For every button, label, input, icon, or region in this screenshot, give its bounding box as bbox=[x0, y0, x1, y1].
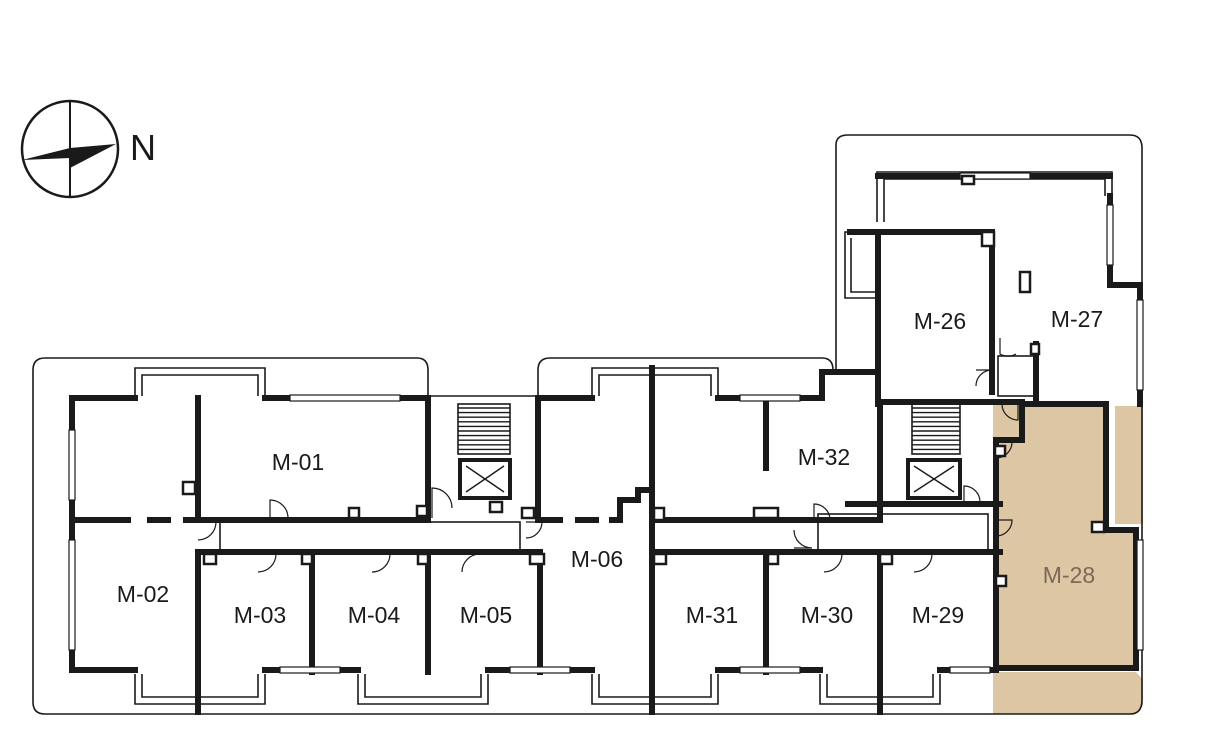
corridors bbox=[219, 513, 989, 551]
room-label-m-06: M-06 bbox=[571, 546, 623, 572]
room-label-m-30: M-30 bbox=[801, 602, 853, 628]
stairs-east bbox=[906, 403, 962, 500]
room-label-m-27: M-27 bbox=[1051, 306, 1103, 332]
room-label-m-01: M-01 bbox=[272, 449, 324, 475]
room-label-m-31: M-31 bbox=[686, 602, 738, 628]
room-label-m-29: M-29 bbox=[912, 602, 964, 628]
room-label-m-32: M-32 bbox=[798, 444, 850, 470]
room-label-m-26: M-26 bbox=[914, 308, 966, 334]
walls bbox=[69, 173, 1143, 715]
north-label: N bbox=[130, 127, 156, 168]
compass-needle-arrow-icon bbox=[70, 144, 116, 168]
room-label-m-28: M-28 bbox=[1043, 562, 1095, 588]
room-label-m-04: M-04 bbox=[348, 602, 401, 628]
compass-needle-tail bbox=[22, 148, 70, 160]
room-label-m-05: M-05 bbox=[460, 602, 512, 628]
doors bbox=[197, 338, 1035, 573]
m28-highlight bbox=[993, 404, 1143, 714]
compass: N bbox=[20, 99, 156, 199]
lift-east bbox=[906, 458, 962, 500]
stairs-west bbox=[457, 403, 512, 500]
window-strips bbox=[68, 172, 1144, 674]
room-labels: M-01 M-02 M-03 M-04 M-05 M-06 M-26 M-27 … bbox=[117, 306, 1103, 628]
building-outline bbox=[32, 134, 1143, 715]
pillars bbox=[181, 174, 1106, 588]
room-label-m-03: M-03 bbox=[234, 602, 286, 628]
room-label-m-02: M-02 bbox=[117, 581, 169, 607]
